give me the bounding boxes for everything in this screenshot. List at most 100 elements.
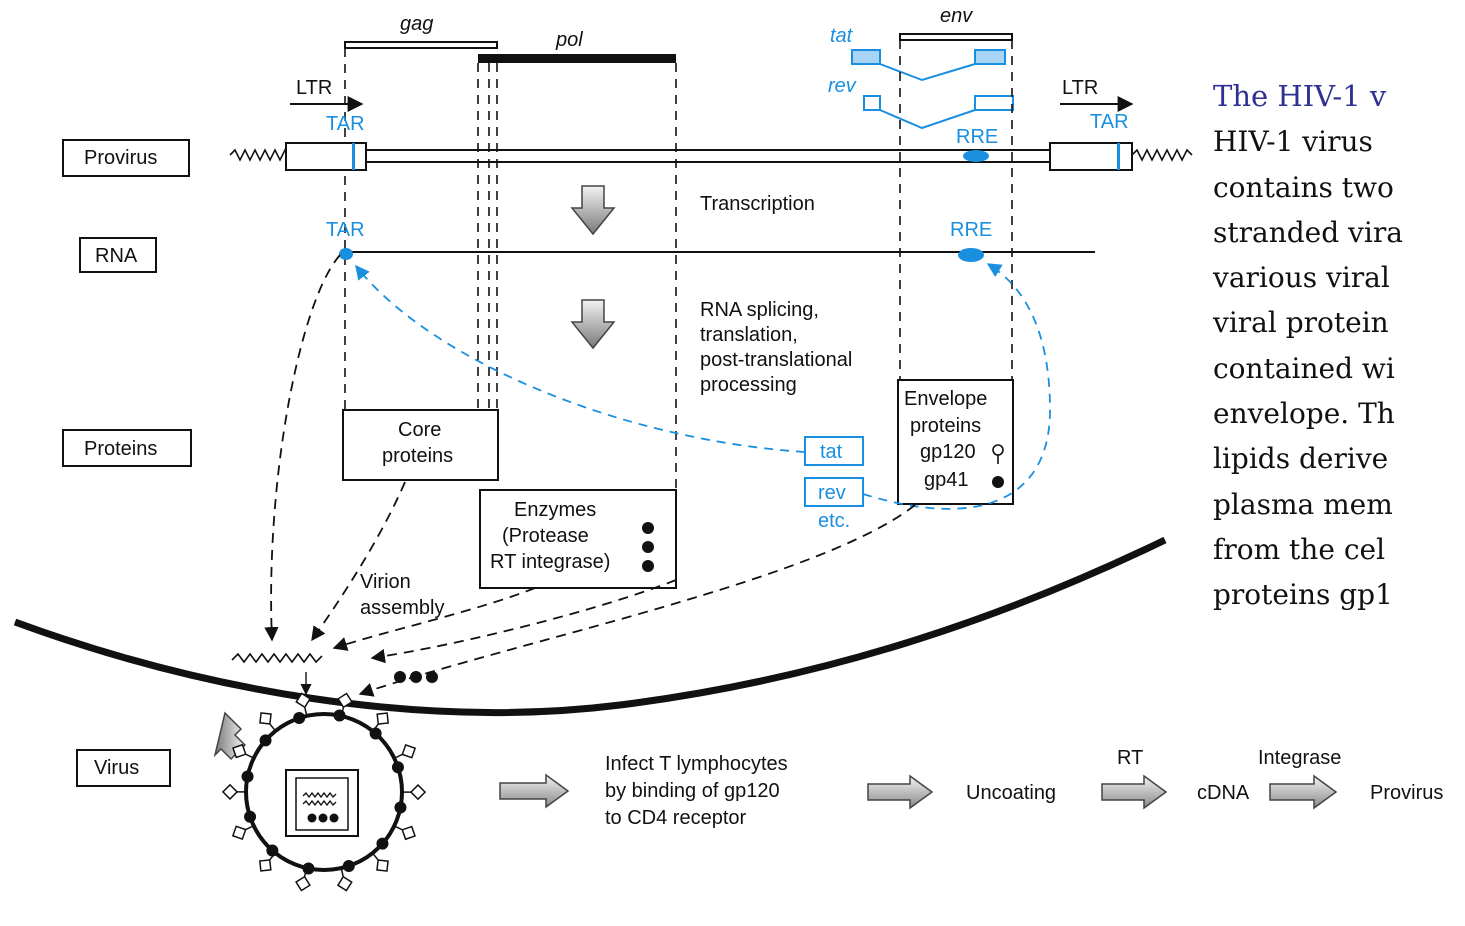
gag-label: gag: [400, 13, 433, 35]
gp120-spike: [295, 692, 312, 717]
svg-text:contains two: contains two: [1213, 171, 1394, 204]
svg-text:Enzymes: Enzymes: [514, 499, 596, 521]
envelope-knob: [369, 727, 382, 740]
rna-strand: [339, 248, 1095, 262]
ltr-right-label: LTR: [1062, 77, 1098, 99]
provirus-row-label: Provirus: [84, 147, 157, 169]
rt-label: RT: [1117, 747, 1143, 769]
svg-text:processing: processing: [700, 374, 797, 396]
envelope-knob: [259, 734, 272, 747]
tat-exons: [851, 49, 1006, 82]
envelope-knob: [376, 837, 389, 850]
lifecycle-arrow-integrase: [1269, 774, 1338, 810]
gp120-spike: [401, 783, 427, 801]
envelope-proteins-box: Envelope proteins gp120 gp41: [897, 379, 1014, 505]
gp120-spike: [259, 712, 277, 732]
rre-rna-label: RRE: [950, 219, 992, 241]
svg-text:gp120: gp120: [920, 441, 976, 463]
svg-text:RNA splicing,: RNA splicing,: [700, 299, 819, 321]
env-gene-bar: [899, 33, 1013, 41]
svg-text:proteins: proteins: [910, 415, 981, 437]
svg-text:Infect T lymphocytes: Infect T lymphocytes: [605, 753, 788, 775]
envelope-knob: [333, 709, 346, 722]
svg-text:assembly: assembly: [360, 597, 444, 619]
virion-assembly-label: Virion assembly: [360, 571, 444, 619]
provirus-row-box: [62, 139, 190, 177]
proteins-row-label: Proteins: [84, 438, 157, 460]
text-panel-body: HIV-1 virus contains two stranded vira v…: [1212, 125, 1403, 611]
gp120-spike: [337, 692, 353, 717]
rna-row-label: RNA: [95, 245, 138, 267]
tar-right-label: TAR: [1090, 111, 1129, 133]
svg-text:(Protease: (Protease: [502, 525, 589, 547]
gp120-spike: [372, 712, 390, 732]
envelope-knob: [342, 859, 355, 872]
assembly-arrows: [264, 254, 916, 697]
env-label: env: [940, 5, 973, 27]
assembling-rna: [231, 652, 323, 664]
svg-text:from the cel: from the cel: [1213, 533, 1385, 566]
text-panel-title: The HIV-1 v: [1213, 79, 1387, 113]
proteins-row-box: [62, 429, 192, 467]
svg-text:to CD4 receptor: to CD4 receptor: [605, 807, 747, 829]
envelope-knob: [241, 770, 254, 783]
tar-rna-label: TAR: [326, 219, 365, 241]
svg-text:rev: rev: [818, 482, 846, 504]
ltr-left-label: LTR: [296, 77, 332, 99]
envelope-knob: [244, 810, 257, 823]
cell-membrane: [13, 536, 1167, 716]
transcription-label: Transcription: [700, 193, 815, 215]
svg-text:RT integrase): RT integrase): [490, 551, 610, 573]
gp120-spike: [371, 852, 389, 872]
svg-text:HIV-1 virus: HIV-1 virus: [1213, 125, 1373, 158]
rev-box: rev: [804, 477, 864, 507]
svg-text:tat: tat: [820, 441, 843, 463]
core-proteins-box: Core proteins: [342, 409, 499, 481]
gag-gene-bar: [344, 41, 498, 49]
rna-row-box: [79, 237, 157, 273]
lifecycle-arrow-2: [867, 774, 934, 810]
etc-label: etc.: [818, 510, 850, 532]
rre-provirus-label: RRE: [956, 126, 998, 148]
dashed-guides: [344, 40, 1013, 492]
tat-box: tat: [804, 436, 864, 466]
virion-particle: [221, 692, 427, 892]
svg-text:plasma mem: plasma mem: [1213, 488, 1393, 521]
envelope-knob: [293, 712, 306, 725]
svg-text:Core: Core: [398, 419, 441, 441]
virus-row-label: Virus: [94, 757, 139, 779]
lifecycle-arrow-1: [499, 773, 570, 809]
virus-row-box: [76, 749, 171, 787]
gp120-spike: [221, 783, 247, 801]
svg-text:proteins: proteins: [382, 445, 453, 467]
assembling-enzymes: [394, 671, 438, 683]
uncoating-label: Uncoating: [966, 782, 1056, 804]
gp120-spike: [258, 852, 276, 872]
infect-label: Infect T lymphocytes by binding of gp120…: [605, 753, 788, 829]
gp120-spike: [336, 867, 353, 892]
envelope-knob: [394, 801, 407, 814]
gp120-spike: [232, 743, 255, 759]
tat-feedback-arrow: [355, 264, 806, 453]
splicing-label: RNA splicing, translation, post-translat…: [700, 299, 852, 396]
gp120-spike: [231, 825, 255, 841]
provirus-dna: [229, 142, 1193, 171]
svg-text:envelope. Th: envelope. Th: [1213, 397, 1395, 430]
svg-text:by binding of gp120: by binding of gp120: [605, 780, 780, 802]
down-arrow-splicing: [570, 299, 616, 350]
svg-text:stranded vira: stranded vira: [1213, 216, 1403, 249]
cdna-label: cDNA: [1197, 782, 1250, 804]
rev-feedback-arrow: [862, 263, 1051, 510]
envelope-knob: [391, 761, 404, 774]
gp120-spike: [393, 825, 416, 841]
pol-label: pol: [555, 29, 583, 51]
envelope-knob: [266, 844, 279, 857]
lifecycle-arrow-rt: [1101, 774, 1168, 810]
svg-text:viral protein: viral protein: [1212, 306, 1389, 339]
gp120-spike: [393, 743, 417, 759]
svg-text:post-translational: post-translational: [700, 349, 852, 371]
integrase-label: Integrase: [1258, 747, 1341, 769]
provirus-end-label: Provirus: [1370, 782, 1443, 804]
svg-text:lipids derive: lipids derive: [1213, 442, 1388, 475]
